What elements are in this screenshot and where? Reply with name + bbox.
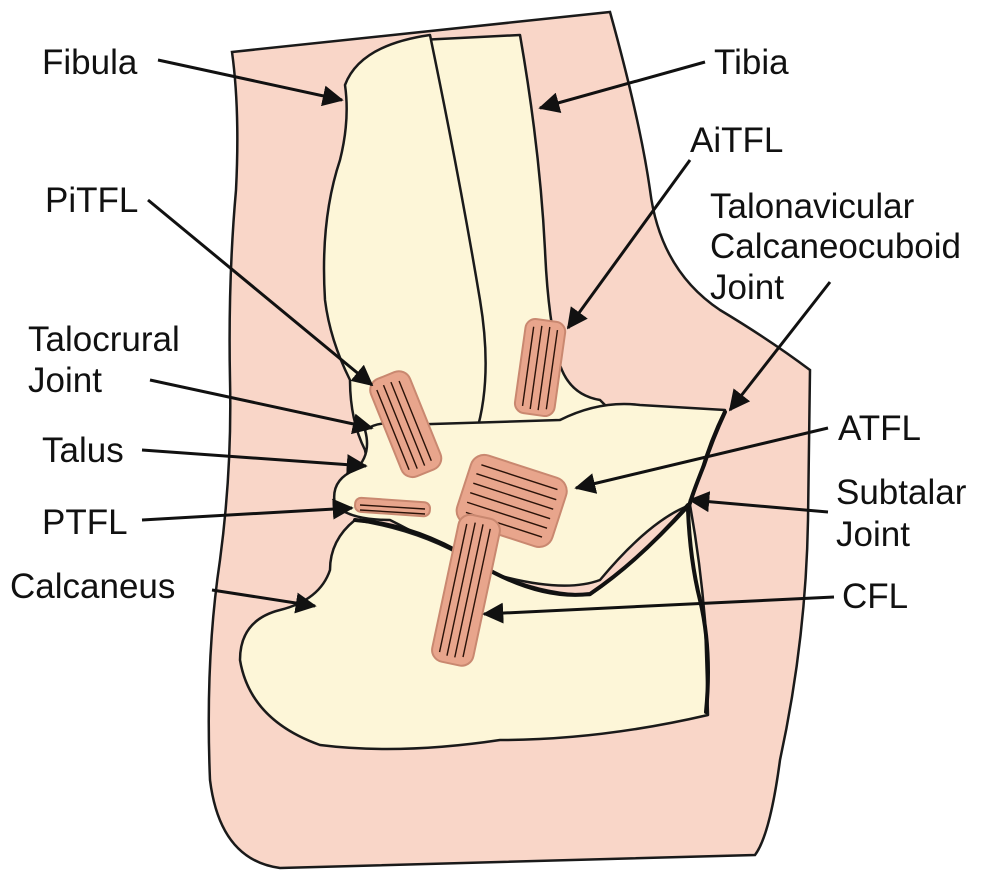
label-ptfl: PTFL (42, 503, 128, 542)
label-talus: Talus (42, 431, 124, 470)
label-cfl: CFL (842, 577, 908, 616)
label-tn-cc-joint-line1: Talonavicular (710, 187, 915, 226)
label-pitfl: PiTFL (45, 181, 138, 220)
label-calcaneus: Calcaneus (10, 567, 175, 606)
label-tibia: Tibia (714, 43, 789, 82)
label-subtalar-joint-line2: Joint (836, 515, 910, 554)
label-aitfl: AiTFL (690, 121, 783, 160)
label-fibula: Fibula (42, 43, 138, 82)
label-tn-cc-joint-line2: Calcaneocuboid (710, 227, 961, 266)
label-talocrural-joint-line1: Talocrural (28, 320, 180, 359)
label-atfl: ATFL (838, 409, 921, 448)
label-talocrural-joint-line2: Joint (28, 361, 102, 400)
label-tn-cc-joint-line3: Joint (710, 268, 784, 307)
label-subtalar-joint-line1: Subtalar (836, 473, 967, 512)
